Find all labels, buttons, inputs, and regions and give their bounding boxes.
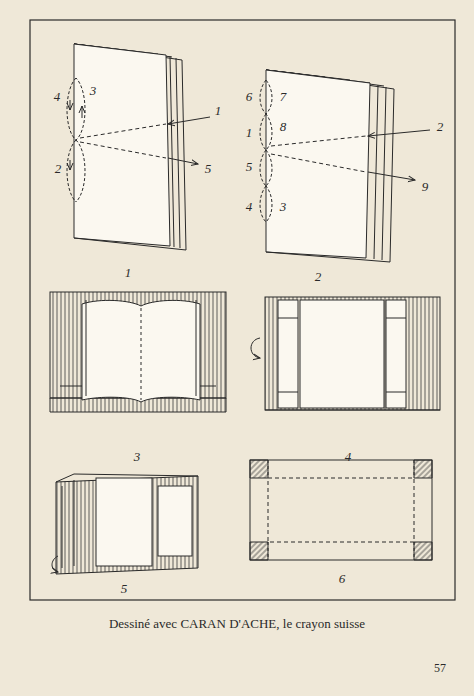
callout-number: 3 bbox=[280, 200, 287, 213]
figure-number: 2 bbox=[315, 270, 322, 283]
page-number: 57 bbox=[434, 662, 446, 674]
callout-number: 3 bbox=[90, 84, 97, 97]
figure-number: 1 bbox=[125, 266, 132, 279]
caption: Dessiné avec CARAN D'ACHE, le crayon sui… bbox=[109, 616, 365, 632]
figure-number: 5 bbox=[121, 582, 128, 595]
figure-number: 3 bbox=[134, 450, 141, 463]
callout-number: 2 bbox=[437, 120, 444, 133]
figure-number: 4 bbox=[345, 450, 352, 463]
callout-number: 8 bbox=[280, 120, 287, 133]
callout-number: 9 bbox=[422, 180, 429, 193]
callout-number: 4 bbox=[54, 90, 61, 103]
callout-number: 5 bbox=[205, 162, 212, 175]
callout-number: 1 bbox=[215, 104, 222, 117]
figure-number: 6 bbox=[339, 572, 346, 585]
callout-number: 6 bbox=[246, 90, 253, 103]
callout-number: 1 bbox=[246, 126, 253, 139]
callout-number: 7 bbox=[280, 90, 287, 103]
callout-number: 5 bbox=[246, 160, 253, 173]
callout-number: 2 bbox=[55, 162, 62, 175]
callout-number: 4 bbox=[246, 200, 253, 213]
